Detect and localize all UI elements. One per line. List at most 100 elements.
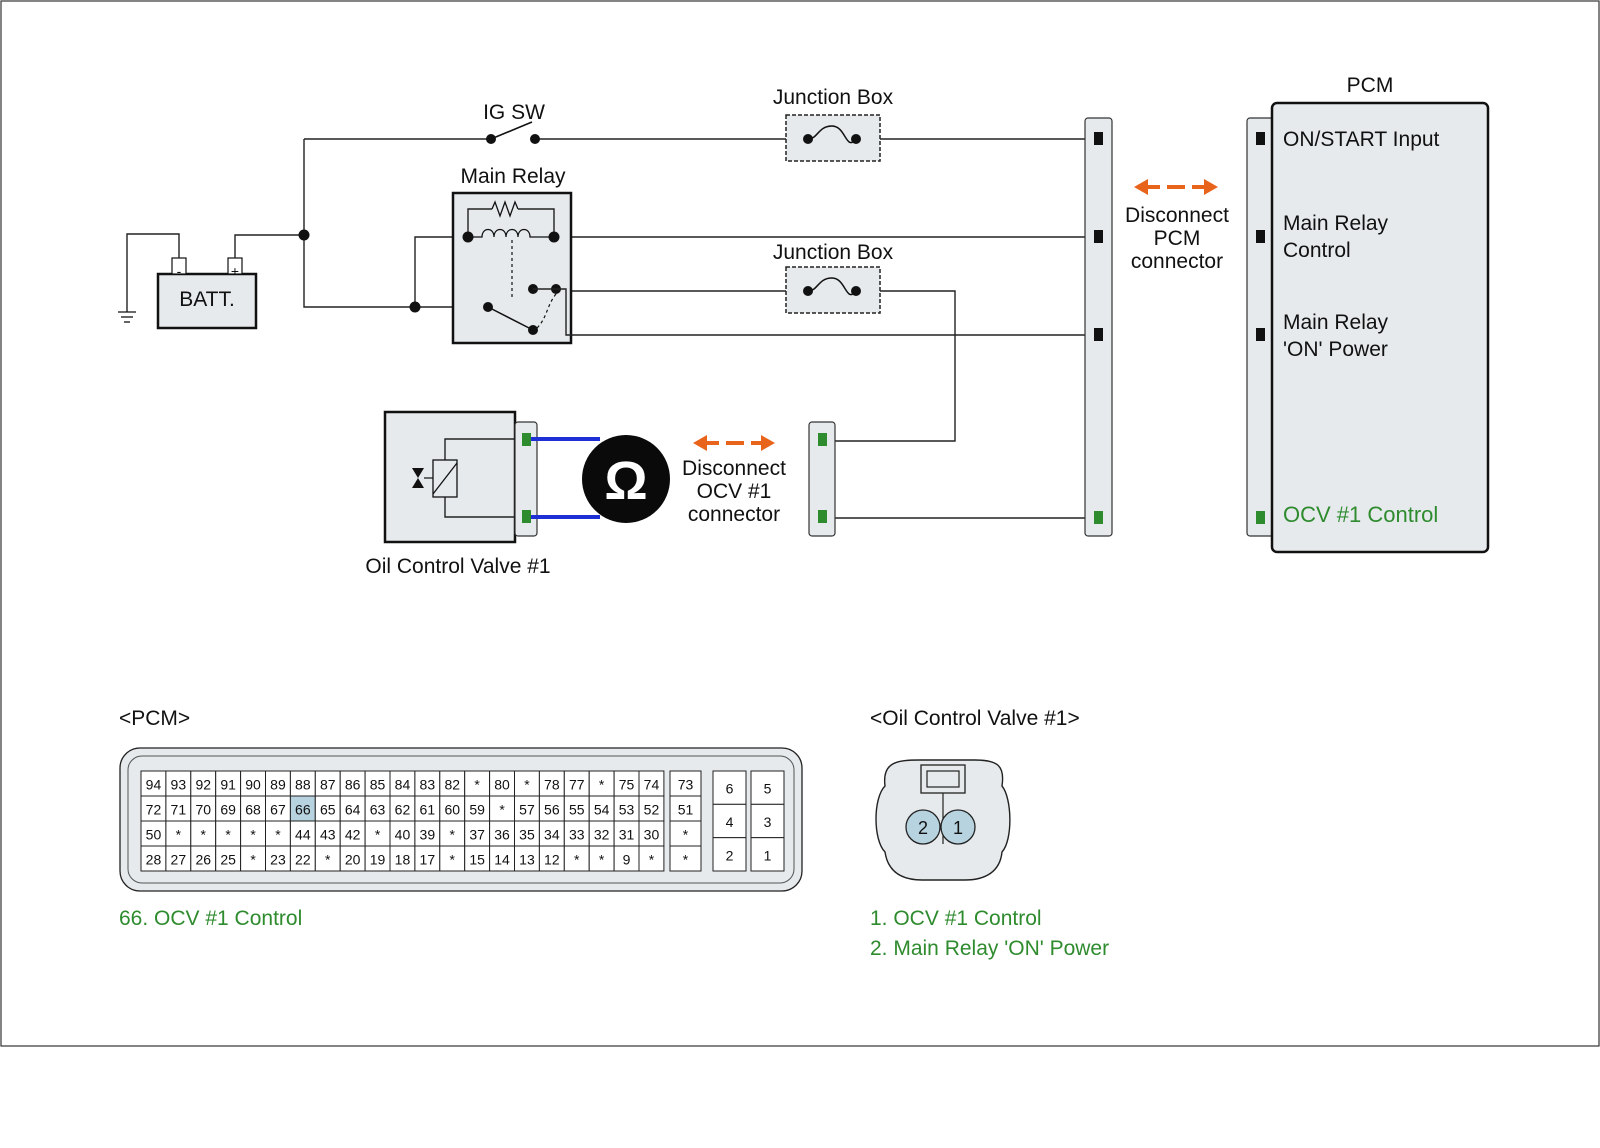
pcm-pin-1-1: 71 [171, 802, 187, 818]
pcm-pin-3-11: 17 [420, 852, 436, 868]
pcm-pin-1-2: 70 [195, 802, 211, 818]
resistor-icon [491, 200, 519, 218]
pcm-block-left-pin-0: 6 [726, 781, 734, 797]
main-relay-label: Main Relay [460, 165, 566, 188]
ohmmeter-icon [582, 435, 670, 523]
battery-plus-label: + [231, 263, 239, 279]
pcm-block-right-pin-1-cell [750, 803, 785, 839]
pcm-harness-connector [1084, 117, 1113, 537]
pcm-pin-3-4: * [250, 852, 256, 868]
pcm-module: PCM ON/START Input Main Relay Control Ma… [1246, 74, 1490, 554]
pcm-pin-1-6: 66 [295, 802, 311, 818]
pcm-pin-3-0: 28 [146, 852, 162, 868]
pcm-pin-1-4: 68 [245, 802, 261, 818]
pcm-pin-main-relay-power-2: 'ON' Power [1283, 338, 1388, 361]
main-relay: Main Relay [451, 165, 573, 345]
pcm-pin-1-12: 60 [444, 802, 460, 818]
pcm-pin-0-2: 92 [195, 777, 211, 793]
pcm-side-pin-2: * [683, 827, 689, 843]
junction-box-1-label: Junction Box [773, 86, 894, 109]
pcm-pin-2-2: * [201, 827, 207, 843]
pcm-block-left-pin-1: 4 [726, 814, 734, 830]
pcm-pin-2-17-cell [563, 820, 590, 847]
pcm-pin-2-8: 42 [345, 827, 361, 843]
pcm-pin-1-8-cell [339, 795, 366, 822]
pcm-pin-0-14-cell [489, 770, 516, 797]
pcm-pin-0-1: 93 [171, 777, 187, 793]
pcm-pin-0-5: 89 [270, 777, 286, 793]
pcm-pin-1-10: 62 [395, 802, 411, 818]
pcm-connector-legend: 66. OCV #1 Control [119, 907, 302, 930]
pcm-block-right-pin-1: 3 [764, 814, 772, 830]
ocv-pin-1: 1 [953, 818, 963, 838]
pcm-disconnect-line-2: PCM [1154, 227, 1201, 250]
pcm-block-left-pin-1-cell [712, 803, 747, 839]
pcm-pin-3-20-cell [638, 845, 665, 872]
pcm-pin-0-16: 78 [544, 777, 560, 793]
pcm-pin-2-14-cell [489, 820, 516, 847]
pcm-pin-3-19-cell [613, 845, 640, 872]
pcm-pin-0-20-cell [638, 770, 665, 797]
pcm-pin-2-10: 40 [395, 827, 411, 843]
ocv-disconnect-arrow [693, 435, 775, 451]
pcm-pin-1-1-cell [165, 795, 192, 822]
pcm-pin-3-13: 15 [469, 852, 485, 868]
omega-symbol: Ω [604, 451, 647, 511]
junction-box-1: Junction Box [773, 86, 894, 162]
pcm-pin-2-17: 33 [569, 827, 585, 843]
pcm-pin-ocv-control: OCV #1 Control [1283, 502, 1438, 527]
pcm-pin-2-11: 39 [420, 827, 436, 843]
pcm-side-pin-1: 51 [678, 802, 694, 818]
pcm-pin-1-9: 63 [370, 802, 386, 818]
pcm-pin-3-5: 23 [270, 852, 286, 868]
pcm-disconnect-line-3: connector [1131, 250, 1223, 273]
pcm-pin-3-5-cell [265, 845, 291, 872]
pcm-side-pin-3: * [683, 852, 689, 868]
pcm-pin-3-18-cell [588, 845, 615, 872]
pcm-pin-0-18: * [599, 777, 605, 793]
pcm-pin-0-6: 88 [295, 777, 311, 793]
ocv-connector-face: 2 1 [875, 759, 1011, 881]
pcm-pin-0-2-cell [190, 770, 217, 797]
pcm-pin-1-8: 64 [345, 802, 361, 818]
pcm-pin-3-18: * [599, 852, 605, 868]
ocv-connector-legend-1: 1. OCV #1 Control [870, 907, 1042, 930]
pcm-pin-3-7: * [325, 852, 331, 868]
pcm-pin-1-17: 55 [569, 802, 585, 818]
pcm-block-right-pin-2-cell [750, 837, 785, 872]
main-relay-body [451, 191, 573, 345]
pcm-pin-0-9: 85 [370, 777, 386, 793]
battery-body [156, 272, 258, 330]
diagram-frame [0, 0, 1600, 1047]
pcm-pin-0-15-cell [514, 770, 540, 797]
pcm-pin-3-7-cell [314, 845, 341, 872]
pcm-pin-3-16-cell [538, 845, 565, 872]
pcm-pin-3-12: * [450, 852, 456, 868]
ocv-connector-view-title: <Oil Control Valve #1> [870, 707, 1080, 730]
ocv-disconnect-line-1: Disconnect [682, 457, 786, 480]
pcm-pin-3-10-cell [389, 845, 416, 872]
battery: - + BATT. [118, 233, 258, 330]
pcm-pin-1-15: 57 [519, 802, 535, 818]
pcm-block-left-pin-0-cell [712, 770, 747, 805]
pcm-pin-3-20: * [649, 852, 655, 868]
pcm-pin-on-start: ON/START Input [1283, 128, 1440, 151]
pcm-pin-1-16-cell [538, 795, 565, 822]
pcm-pin-1-10-cell [389, 795, 416, 822]
junction-box-2-body [785, 266, 881, 314]
pcm-pin-1-11: 61 [420, 802, 436, 818]
pcm-pin-2-9: * [375, 827, 381, 843]
pcm-pin-3-16: 12 [544, 852, 560, 868]
pcm-pin-3-14: 14 [494, 852, 510, 868]
pcm-pin-3-17: * [574, 852, 580, 868]
pcm-pin-1-20: 52 [644, 802, 660, 818]
oil-control-valve: Oil Control Valve #1 [365, 410, 551, 578]
ground-wire [126, 233, 180, 312]
pcm-connector-inner [127, 755, 795, 884]
pcm-pin-0-7: 87 [320, 777, 336, 793]
pcm-pin-3-17-cell [563, 845, 590, 872]
pcm-pin-3-9-cell [364, 845, 391, 872]
